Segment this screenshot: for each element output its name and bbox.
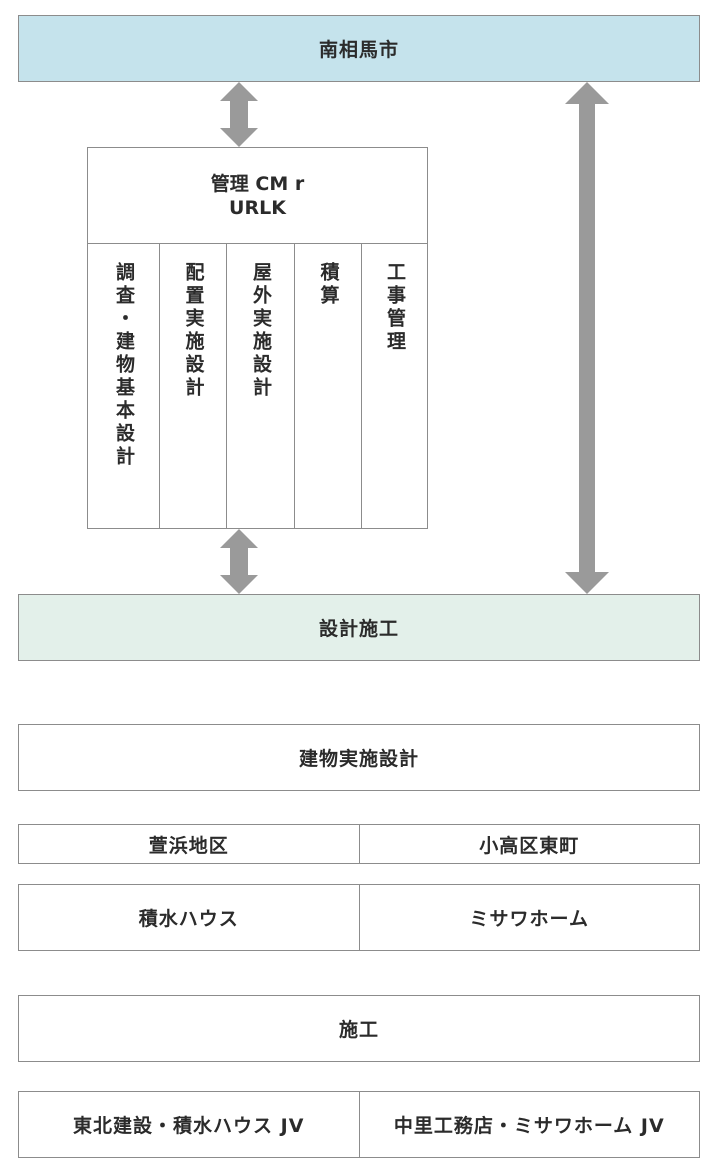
designers-row: 積水ハウス ミサワホーム (18, 884, 700, 951)
cm-columns: 調査・建物基本設計 配置実施設計 屋外実施設計 積算 工事管理 (88, 244, 427, 528)
double-arrow-city-cm (220, 82, 258, 147)
cm-column-label: 屋外実施設計 (250, 262, 272, 400)
contractor-right-label: 中里工務店・ミサワホーム JV (393, 1115, 665, 1137)
designer-left-cell: 積水ハウス (19, 885, 359, 950)
cm-column-label: 配置実施設計 (182, 262, 205, 400)
cm-column-estimate: 積算 (294, 244, 361, 528)
cm-column-survey: 調査・建物基本設計 (88, 244, 159, 528)
building-design-label: 建物実施設計 (298, 748, 419, 770)
design-build-box: 設計施工 (18, 594, 700, 661)
cm-title-line1: 管理 CM r (210, 172, 305, 195)
area-right-cell: 小高区東町 (358, 825, 700, 863)
contractor-left-label: 東北建設・積水ハウス JV (73, 1115, 305, 1137)
cm-column-construction-management: 工事管理 (361, 244, 427, 528)
cm-title-line2: URLK (229, 196, 286, 219)
contractor-right-cell: 中里工務店・ミサワホーム JV (358, 1092, 700, 1157)
cm-column-layout-design: 配置実施設計 (159, 244, 226, 528)
designer-right-cell: ミサワホーム (358, 885, 700, 950)
cm-column-label: 積算 (317, 262, 340, 308)
cm-column-label: 調査・建物基本設計 (113, 262, 135, 469)
construction-box: 施工 (18, 995, 700, 1062)
building-design-box: 建物実施設計 (18, 724, 700, 791)
contractors-row: 東北建設・積水ハウス JV 中里工務店・ミサワホーム JV (18, 1091, 700, 1158)
double-arrow-cm-designbuild (220, 529, 258, 594)
city-label: 南相馬市 (318, 39, 399, 61)
contractor-left-cell: 東北建設・積水ハウス JV (19, 1092, 359, 1157)
areas-row: 萱浜地区 小高区東町 (18, 824, 700, 864)
cm-block: 管理 CM r URLK 調査・建物基本設計 配置実施設計 屋外実施設計 積算 … (87, 147, 428, 529)
area-left-cell: 萱浜地区 (19, 825, 359, 863)
area-left-label: 萱浜地区 (148, 834, 229, 857)
design-build-label: 設計施工 (318, 618, 399, 640)
designer-left-label: 積水ハウス (138, 908, 239, 930)
cm-column-exterior-design: 屋外実施設計 (226, 244, 294, 528)
cm-header: 管理 CM r URLK (88, 148, 427, 244)
cm-column-label: 工事管理 (384, 262, 406, 354)
designer-right-label: ミサワホーム (469, 908, 589, 930)
double-arrow-city-designbuild (565, 82, 609, 594)
city-box: 南相馬市 (18, 15, 700, 82)
area-right-label: 小高区東町 (479, 834, 580, 857)
construction-label: 施工 (338, 1019, 379, 1041)
